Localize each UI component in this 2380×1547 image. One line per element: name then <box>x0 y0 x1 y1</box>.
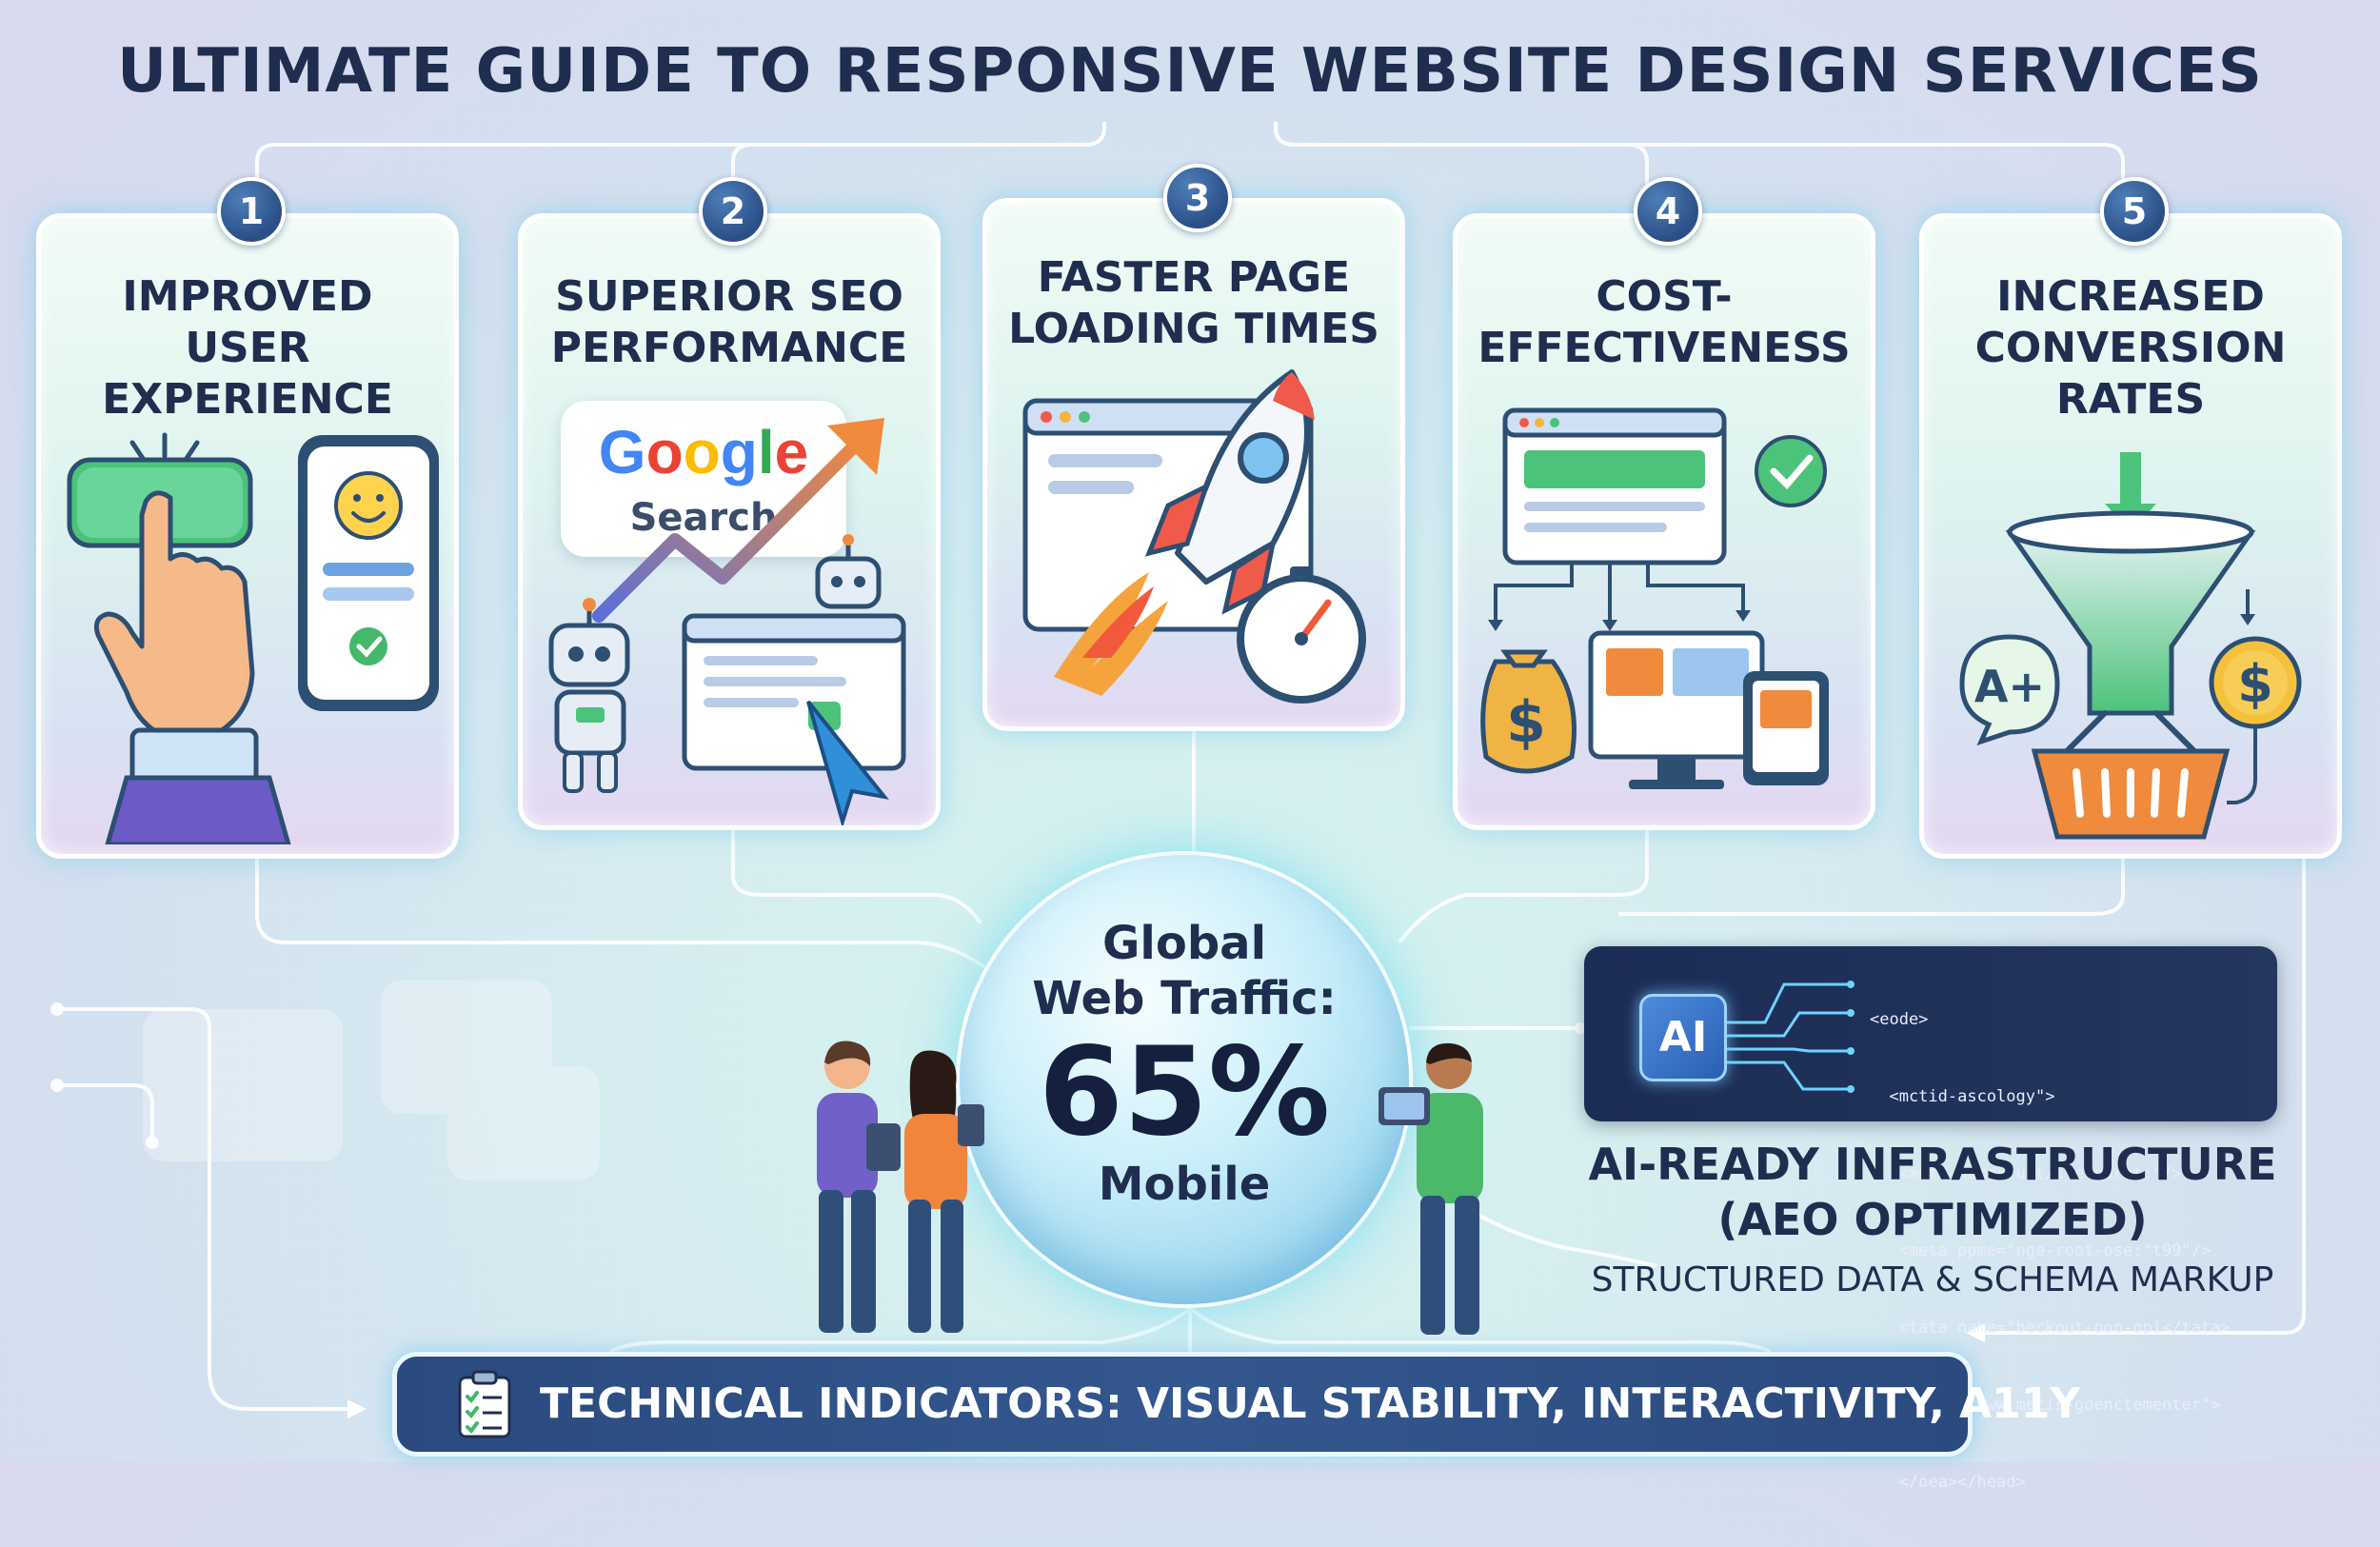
feature-card-user-experience: Improved User Experience <box>36 213 459 859</box>
technical-indicators-text: Technical Indicators: Visual Stability, … <box>540 1379 2081 1428</box>
ai-infrastructure-subtitle: Structured Data & Schema Markup <box>1591 1260 2274 1299</box>
card-title: Faster Page Loading Times <box>1008 253 1379 353</box>
card-number-badge: 3 <box>1163 164 1232 232</box>
cursor-hand-icon <box>67 432 439 844</box>
code-line: <meta ppme="nge-root-ose:"t99"/> <box>1870 1241 2211 1260</box>
ai-chip-icon: AI <box>1639 994 1727 1081</box>
card-number-badge: 2 <box>699 177 767 246</box>
rocket-icon <box>1022 369 1366 704</box>
connector-lines <box>0 0 2380 1462</box>
code-line: <meta name="utt/tte-paret:"/> <box>1870 1164 2182 1183</box>
traffic-value: 65% <box>1038 1021 1331 1163</box>
feature-card-conversion-rates: Increased Conversion Rates A+ $ <box>1919 213 2342 859</box>
money-bag-icon <box>1480 649 1577 774</box>
traffic-sublabel: Mobile <box>1098 1158 1271 1211</box>
card-number-badge: 4 <box>1634 177 1702 246</box>
card-title: Cost- Effectiveness <box>1478 272 1851 372</box>
grade-text: A+ <box>1974 661 2045 712</box>
card-title: Improved User Experience <box>102 272 393 424</box>
code-line: <tata name="beckout-ooo-opi</tata> <box>1870 1319 2231 1338</box>
clipboard-checklist-icon <box>458 1370 511 1438</box>
smiley-icon <box>334 471 403 540</box>
search-logo: Google <box>598 418 809 486</box>
feature-card-loading-times: Faster Page Loading Times <box>982 198 1405 731</box>
code-line: <eode> <box>1870 1010 1929 1029</box>
code-line: </oea></head> <box>1870 1473 2026 1492</box>
people-with-devices-illustration <box>817 1041 984 1333</box>
card-title: Superior SEO Performance <box>550 272 908 372</box>
funnel-icon: A+ $ <box>1959 452 2302 840</box>
check-icon <box>1755 435 1827 507</box>
feature-card-seo: Superior SEO Performance Google Search <box>518 213 941 830</box>
circuit-lines <box>1727 981 1854 1093</box>
browser-window-icon: $ <box>1480 407 1829 789</box>
google-search-icon: Google Search <box>561 401 846 557</box>
page-title: Ultimate Guide to Responsive Website Des… <box>117 36 2263 107</box>
trend-arrow-icon <box>548 418 906 825</box>
card-number-badge: 1 <box>217 177 286 246</box>
code-line: <mctid-ascology"> <box>1870 1087 2055 1106</box>
monitor-icon <box>1588 630 1765 789</box>
card-number-badge: 5 <box>2100 177 2169 246</box>
basket-icon <box>2031 710 2231 840</box>
stopwatch-icon <box>1237 566 1366 704</box>
ai-infrastructure-title: AI-Ready Infrastructure (AEO Optimized) <box>1588 1139 2277 1245</box>
card-title: Increased Conversion Rates <box>1974 272 2287 424</box>
person-with-tablet-illustration <box>1378 1042 1483 1335</box>
feature-card-cost-effectiveness: Cost- Effectiveness $ <box>1453 213 1875 830</box>
ai-code-panel: AI <eode> <mctid-ascology"> <meta name="… <box>1584 946 2277 1492</box>
cursor-arrow-icon <box>806 700 889 825</box>
grade-badge-icon: A+ <box>1959 634 2060 746</box>
robot-icon <box>815 534 882 609</box>
coin-icon: $ <box>2209 636 2302 729</box>
mobile-traffic-globe: Global Web Traffic: 65% Mobile <box>956 851 1413 1308</box>
schema-code-block: <eode> <mctid-ascology"> <meta name="utt… <box>1870 956 2231 1547</box>
robot-icon <box>548 598 630 793</box>
tablet-icon <box>1743 671 1829 785</box>
traffic-label: Global Web Traffic: <box>1032 917 1337 1025</box>
search-label: Search <box>629 496 778 540</box>
currency-symbol: $ <box>1506 689 1546 756</box>
currency-symbol: $ <box>2237 654 2273 714</box>
check-icon <box>349 627 387 665</box>
code-line: <code>//www.mecis-goenctementer"> <box>1870 1396 2221 1415</box>
technical-indicators-bar: Technical Indicators: Visual Stability, … <box>392 1352 2080 1457</box>
